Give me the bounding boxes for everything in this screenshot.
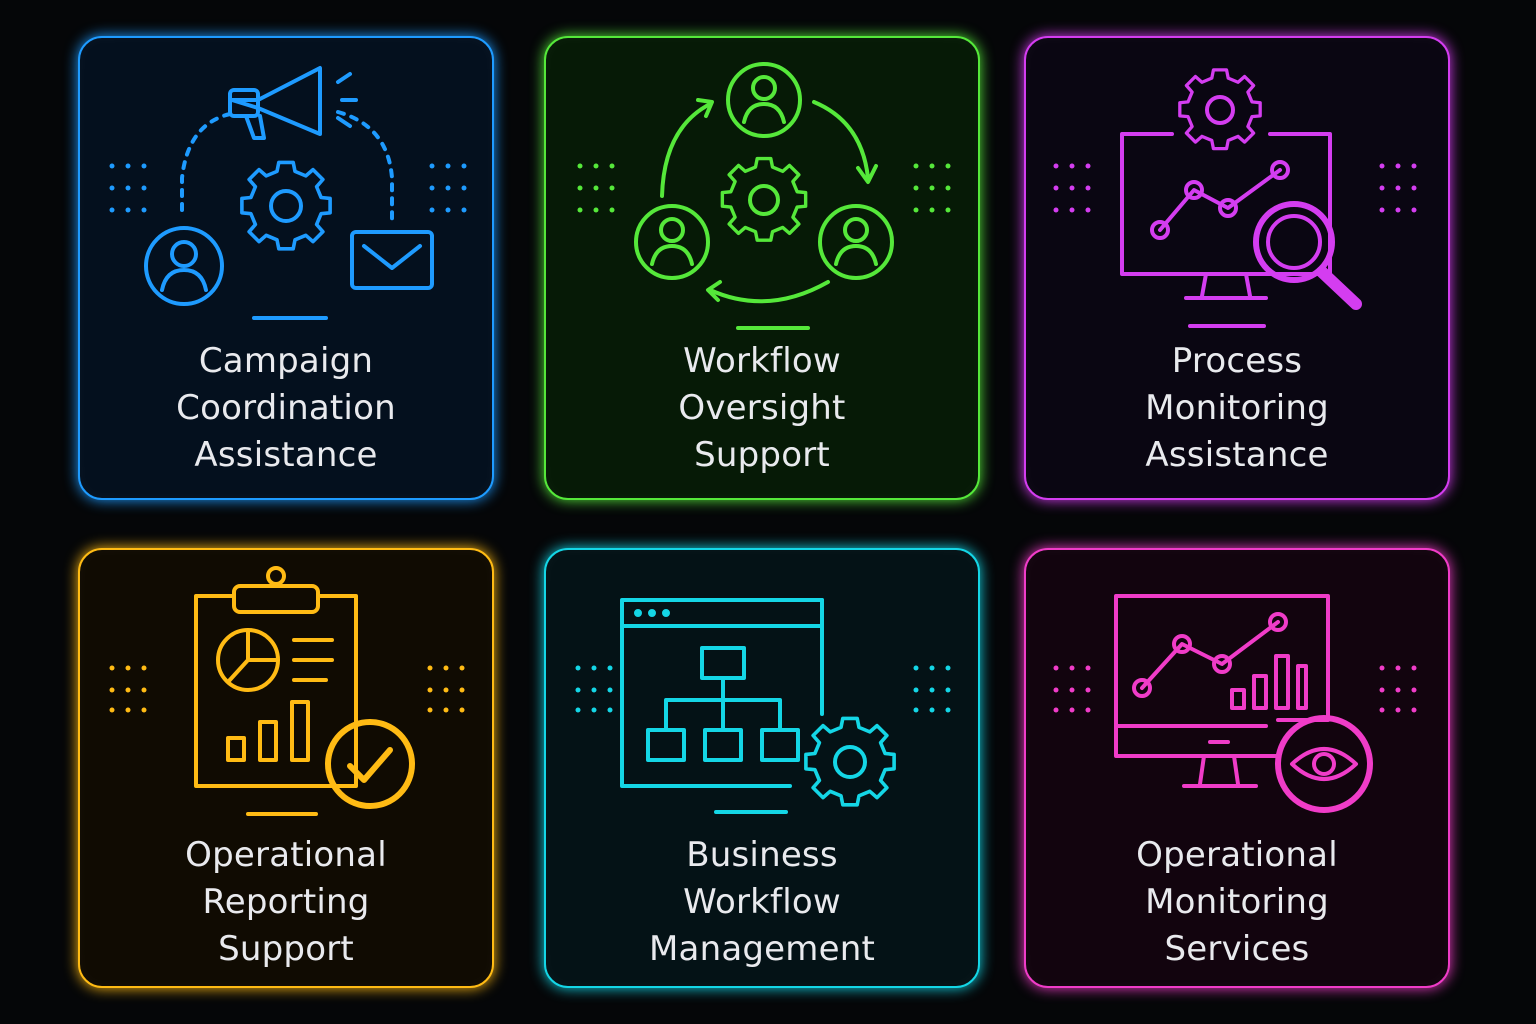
- card-title-line: Coordination: [176, 388, 396, 428]
- service-card-operational-reporting[interactable]: Operational Reporting Support: [78, 548, 494, 988]
- megaphone-gear-user-mail-icon: [109, 66, 467, 320]
- service-card-campaign-coordination[interactable]: Campaign Coordination Assistance: [78, 36, 494, 500]
- card-title: Business Workflow Management: [546, 832, 978, 973]
- service-card-business-workflow[interactable]: Business Workflow Management: [544, 548, 980, 988]
- card-title-line: Services: [1164, 929, 1310, 969]
- card-title-line: Support: [694, 435, 830, 475]
- card-title: Operational Monitoring Services: [1026, 832, 1448, 973]
- monitor-chart-eye-icon: [1053, 594, 1417, 813]
- browser-org-chart-gear-icon: [575, 598, 951, 814]
- card-title-line: Assistance: [194, 435, 378, 475]
- card-title: Campaign Coordination Assistance: [80, 338, 492, 479]
- card-title-line: Management: [649, 929, 875, 969]
- card-title-line: Operational: [185, 835, 387, 875]
- card-title-line: Process: [1171, 341, 1303, 381]
- card-title-line: Workflow: [683, 341, 841, 381]
- service-card-process-monitoring[interactable]: Process Monitoring Assistance: [1024, 36, 1450, 500]
- card-title: Process Monitoring Assistance: [1026, 338, 1448, 479]
- card-title-line: Campaign: [198, 341, 374, 381]
- card-title-line: Monitoring: [1145, 882, 1329, 922]
- service-card-operational-monitoring[interactable]: Operational Monitoring Services: [1024, 548, 1450, 988]
- service-card-workflow-oversight[interactable]: Workflow Oversight Support: [544, 36, 980, 500]
- users-cycle-gear-icon: [577, 62, 951, 330]
- card-title-line: Assistance: [1145, 435, 1329, 475]
- card-title: Workflow Oversight Support: [546, 338, 978, 479]
- card-title-line: Reporting: [202, 882, 370, 922]
- card-title-line: Business: [686, 835, 838, 875]
- card-title-line: Workflow: [683, 882, 841, 922]
- card-title-line: Support: [218, 929, 354, 969]
- card-title-line: Operational: [1136, 835, 1338, 875]
- clipboard-report-check-icon: [109, 566, 465, 816]
- card-title: Operational Reporting Support: [80, 832, 492, 973]
- monitor-chart-magnifier-icon: [1053, 68, 1417, 328]
- card-title-line: Oversight: [678, 388, 846, 428]
- card-title-line: Monitoring: [1145, 388, 1329, 428]
